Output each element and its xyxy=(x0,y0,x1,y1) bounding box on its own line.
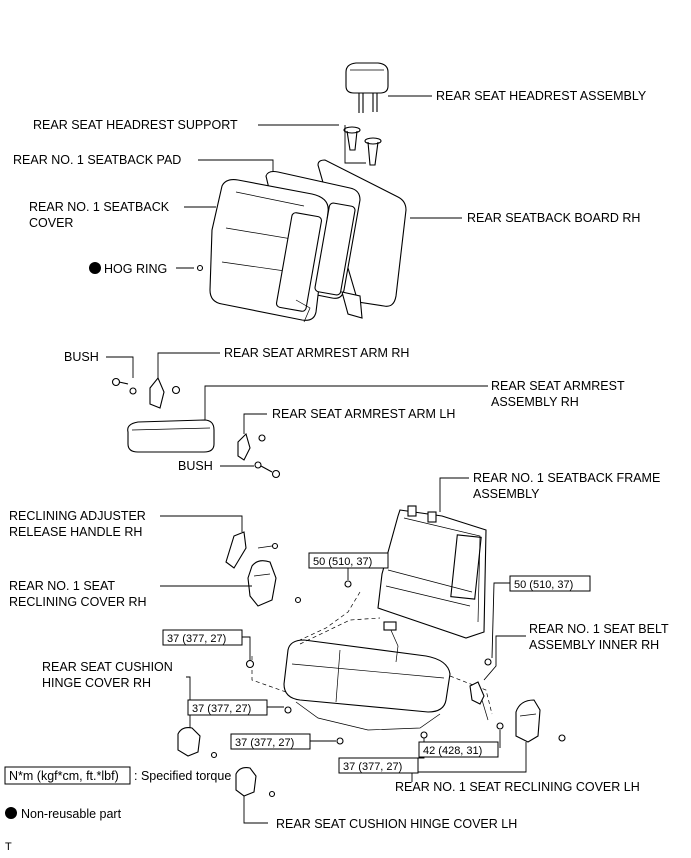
armrest-arm-rh-drawing xyxy=(149,376,181,409)
armrest-bush-rh-drawing xyxy=(111,377,137,395)
torque-value: 37 (377, 27) xyxy=(167,633,226,645)
label-armrest-arm-rh: REAR SEAT ARMREST ARM RH xyxy=(224,346,409,360)
seat-cushion-drawing xyxy=(283,621,451,731)
torque-box-1: 50 (510, 37) xyxy=(308,552,389,569)
torque-box-2: 50 (510, 37) xyxy=(509,575,591,592)
label-armrest-assembly-line1: REAR SEAT ARMREST xyxy=(491,379,625,393)
label-seatback-board: REAR SEATBACK BOARD RH xyxy=(467,211,640,225)
label-seatback-pad: REAR NO. 1 SEATBACK PAD xyxy=(13,153,181,167)
legend-torque-desc: : Specified torque xyxy=(134,769,231,783)
armrest-assembly-drawing xyxy=(127,419,215,453)
label-seatback-cover-line2: COVER xyxy=(29,216,73,230)
label-headrest-assembly: REAR SEAT HEADREST ASSEMBLY xyxy=(436,89,647,103)
label-reclining-cover-rh-line2: RECLINING COVER RH xyxy=(9,595,147,609)
torque-box-3: 37 (377, 27) xyxy=(162,629,243,646)
label-reclining-handle-line2: RELEASE HANDLE RH xyxy=(9,525,142,539)
label-armrest-arm-lh: REAR SEAT ARMREST ARM LH xyxy=(272,407,455,421)
label-hinge-cover-rh-line2: HINGE COVER RH xyxy=(42,676,151,690)
seat-belt-drawing xyxy=(469,681,489,721)
label-reclining-cover-rh-line1: REAR NO. 1 SEAT xyxy=(9,579,115,593)
headrest-assembly-drawing xyxy=(345,62,389,113)
label-bush-bottom: BUSH xyxy=(178,459,213,473)
torque-value: 50 (510, 37) xyxy=(313,556,372,568)
reclining-handle-rh-drawing xyxy=(225,531,279,569)
torque-box-6: 37 (377, 27) xyxy=(338,757,419,774)
label-hinge-cover-lh: REAR SEAT CUSHION HINGE COVER LH xyxy=(276,817,517,831)
torque-value: 37 (377, 27) xyxy=(235,737,294,749)
label-reclining-cover-lh: REAR NO. 1 SEAT RECLINING COVER LH xyxy=(395,780,640,794)
reclining-cover-rh-drawing xyxy=(247,560,302,607)
label-armrest-assembly-line2: ASSEMBLY RH xyxy=(491,395,579,409)
headrest-support-drawing xyxy=(343,126,382,166)
armrest-arm-lh-drawing xyxy=(237,432,266,461)
hinge-cover-lh-drawing xyxy=(235,767,276,798)
hinge-cover-rh-drawing xyxy=(177,727,218,759)
seatback-frame-drawing xyxy=(377,505,487,639)
seatback-cover-drawing xyxy=(209,179,363,323)
bolts xyxy=(245,580,504,745)
label-seatback-frame-line2: ASSEMBLY xyxy=(473,487,540,501)
torque-value: 37 (377, 27) xyxy=(192,703,251,715)
torque-box-5: 37 (377, 27) xyxy=(230,733,311,750)
label-headrest-support: REAR SEAT HEADREST SUPPORT xyxy=(33,118,238,132)
torque-value: 37 (377, 27) xyxy=(343,761,402,773)
non-reusable-marker-icon xyxy=(89,262,101,274)
label-seat-belt-line1: REAR NO. 1 SEAT BELT xyxy=(529,622,669,636)
torque-value: 50 (510, 37) xyxy=(514,579,573,591)
hog-ring-label-group: HOG RING xyxy=(89,262,167,276)
label-seat-belt-line2: ASSEMBLY INNER RH xyxy=(529,638,659,652)
reclining-cover-lh-drawing xyxy=(515,699,566,743)
torque-value: 42 (428, 31) xyxy=(423,745,482,757)
label-hinge-cover-rh-line1: REAR SEAT CUSHION xyxy=(42,660,173,674)
footer-code: T xyxy=(5,841,12,853)
label-seatback-frame-line1: REAR NO. 1 SEATBACK FRAME xyxy=(473,471,660,485)
legend-non-reusable: Non-reusable part xyxy=(21,807,122,821)
label-bush-top: BUSH xyxy=(64,350,99,364)
label-hog-ring: HOG RING xyxy=(104,262,167,276)
label-seatback-cover-line1: REAR NO. 1 SEATBACK xyxy=(29,200,170,214)
legend: N*m (kgf*cm, ft.*lbf) : Specified torque… xyxy=(4,766,231,821)
torque-box-7: 42 (428, 31) xyxy=(418,741,499,758)
legend-non-reusable-icon xyxy=(5,807,17,819)
label-reclining-handle-line1: RECLINING ADJUSTER xyxy=(9,509,146,523)
torque-box-4: 37 (377, 27) xyxy=(187,699,268,716)
armrest-bush-lh-drawing xyxy=(254,461,281,479)
legend-torque-unit: N*m (kgf*cm, ft.*lbf) xyxy=(9,769,119,783)
